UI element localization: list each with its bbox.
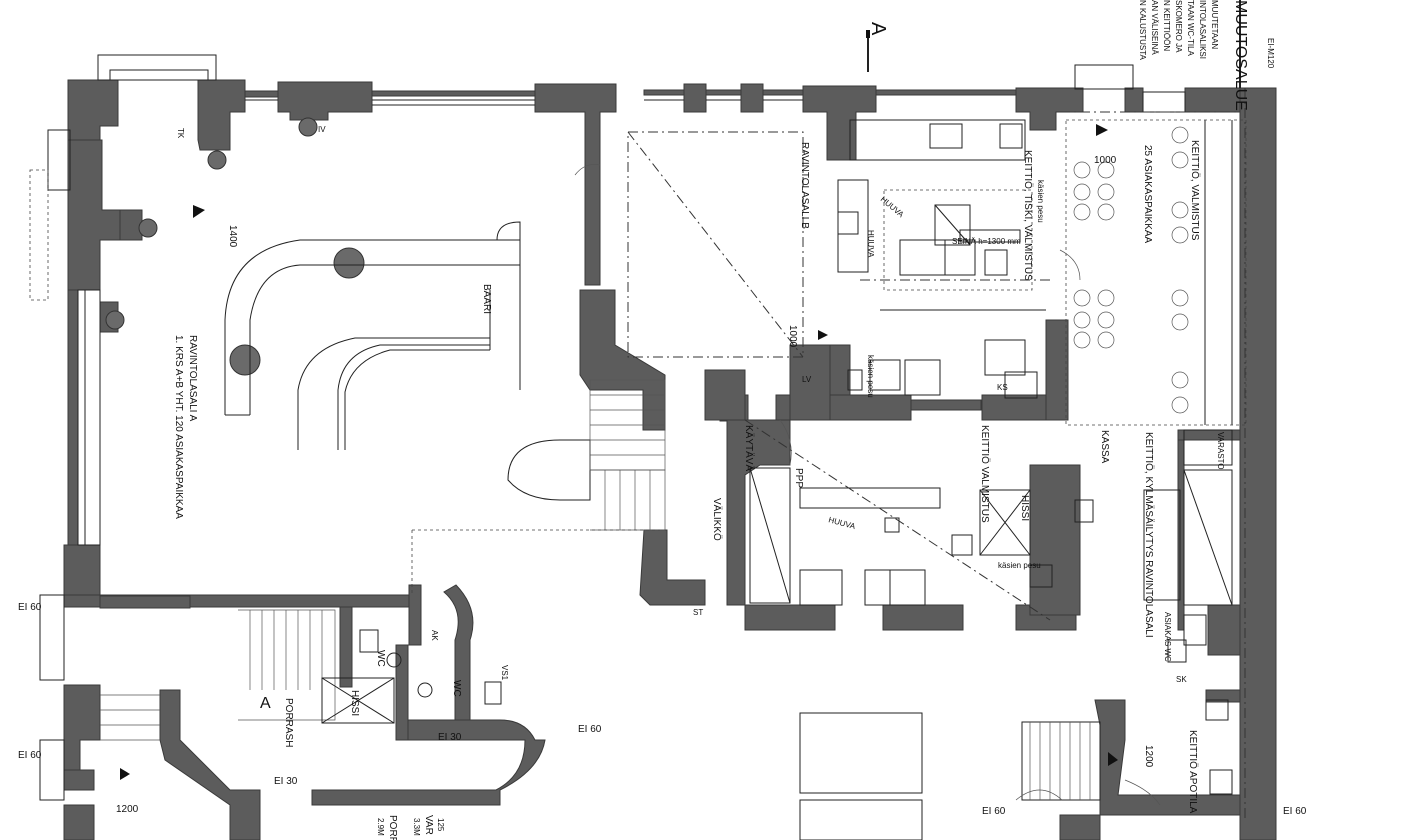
exterior-walls bbox=[63, 79, 1277, 840]
lv-label: LV bbox=[802, 375, 812, 384]
tk-label: TK bbox=[176, 128, 185, 139]
bar-label: BAARI bbox=[481, 284, 492, 314]
restaurant-a-sub-label: 1. KRS A+B YHT. 120 ASIAKASPAIKKAA bbox=[173, 335, 184, 519]
seats-25-label: 25 ASIAKASPAIKKAA bbox=[1142, 145, 1153, 244]
ei30-label-a: EI 30 bbox=[438, 732, 462, 743]
restaurant-b-label: RAVINTOLASALI B bbox=[799, 142, 810, 229]
iv-label: IV bbox=[318, 125, 326, 134]
dim-1400: 1400 bbox=[227, 225, 238, 248]
ks-label: KS bbox=[997, 383, 1008, 392]
kitchen-cold-restaurant-label: KEITTIÖ, KYLMÄSÄILYTYS RAVINTOLASALI bbox=[1143, 432, 1155, 638]
hand-wash-3-label: käsien pesu bbox=[998, 561, 1041, 570]
kitchen-wash-prep-label: KEITTIÖ, TISKI, VALMISTUS bbox=[1022, 150, 1034, 281]
note-line-6: AN VÄLISEINÄ bbox=[1150, 0, 1159, 55]
stairs-bottom-left bbox=[100, 694, 160, 741]
lift-1-label: HISSI bbox=[349, 690, 360, 716]
alteration-zone-label: MUUTOSALUE bbox=[1232, 0, 1249, 111]
fixtures bbox=[100, 119, 1233, 800]
ei60-bottom-right-a: EI 60 bbox=[982, 806, 1006, 817]
section-marker-label: A bbox=[867, 22, 889, 36]
wall-height-label: SEINÄ h=1300 mm bbox=[952, 237, 1021, 246]
hand-wash-2-label: käsien pesu bbox=[866, 355, 875, 398]
bottom-29-label: 2.9M bbox=[376, 818, 385, 836]
sk-label: SK bbox=[1176, 675, 1187, 684]
stair-a-label: PORRASH bbox=[283, 698, 294, 747]
alteration-lines bbox=[29, 88, 1247, 820]
columns bbox=[105, 117, 365, 376]
note-line-2: INTOLASALIKSI bbox=[1198, 0, 1207, 59]
cashier-label: KASSA bbox=[1099, 430, 1110, 464]
note-line-4: SKOMERO JA bbox=[1174, 0, 1183, 53]
dim-1000-b: 1000 bbox=[787, 325, 798, 348]
ppp-label: PPP bbox=[793, 468, 804, 488]
fire-door-arrows bbox=[120, 124, 1118, 780]
stairs-middle bbox=[589, 379, 666, 531]
note-line-3: TAAN WC-TILA bbox=[1186, 0, 1195, 57]
stairs-porrash-a bbox=[238, 609, 336, 721]
dim-1200-a: 1200 bbox=[116, 804, 139, 815]
wc-2-label: WC bbox=[451, 680, 462, 697]
note-line-7: N KALUSTUSTA bbox=[1138, 0, 1147, 61]
hand-wash-1-label: käsien pesu bbox=[1036, 180, 1045, 223]
kaytava-label: KÄYTÄVÄ bbox=[743, 425, 755, 471]
huuva-3-label: HUUVA bbox=[866, 230, 875, 258]
huuva-1-label: HUUVA bbox=[879, 195, 906, 220]
ei60-center: EI 60 bbox=[578, 724, 602, 735]
kitchen-pantry-label: KEITTIÖ APOTILA bbox=[1187, 730, 1199, 814]
bottom-porr-label: PORR bbox=[387, 815, 398, 840]
customer-wc-label: ASIAKAS WC bbox=[1163, 612, 1172, 662]
restaurant-a-label: RAVINTOLASALI A bbox=[187, 335, 198, 422]
ak-label: AK bbox=[430, 630, 439, 641]
vs1-label: VS1 bbox=[500, 665, 509, 681]
note-line-5: N KEITTIÖÖN bbox=[1162, 0, 1171, 51]
ei30-label-b: EI 30 bbox=[274, 776, 298, 787]
storage-label: VARASTO bbox=[1216, 432, 1225, 470]
section-marker bbox=[866, 0, 1241, 88]
note-line-1: MUUTETAAN bbox=[1210, 0, 1219, 49]
lift-2-label: HISSI bbox=[1019, 495, 1030, 521]
window-frames bbox=[39, 54, 1186, 840]
bottom-var-label: VAR bbox=[423, 815, 434, 835]
dim-1000-a: 1000 bbox=[1094, 155, 1117, 166]
bottom-125-label: 125 bbox=[436, 818, 445, 832]
kitchen-cold-service-label: KEITTIÖ, VALMISTUS bbox=[1189, 140, 1201, 241]
huuva-2-label: HUUVA bbox=[827, 515, 856, 531]
wc-1-label: WC bbox=[375, 650, 386, 667]
stair-a-letter: A bbox=[260, 695, 271, 712]
stairs-bottom-right bbox=[1029, 722, 1091, 800]
kitchen-prep-label: KEITTIÖ VALMISTUS bbox=[979, 425, 991, 523]
ei60-left-top: EI 60 bbox=[18, 602, 42, 613]
ei60-bottom-right-b: EI 60 bbox=[1283, 806, 1307, 817]
valikko-label: VÄLIKKÖ bbox=[711, 498, 723, 541]
fire-rating-top-label: EI-M120 bbox=[1266, 38, 1275, 69]
dim-1200-b: 1200 bbox=[1143, 745, 1154, 768]
ei60-left-bottom: EI 60 bbox=[18, 750, 42, 761]
door-swings bbox=[574, 164, 1161, 806]
dining-tables bbox=[1073, 120, 1233, 425]
st-label: ST bbox=[693, 608, 703, 617]
bottom-3-label: 3.3M bbox=[412, 818, 421, 836]
